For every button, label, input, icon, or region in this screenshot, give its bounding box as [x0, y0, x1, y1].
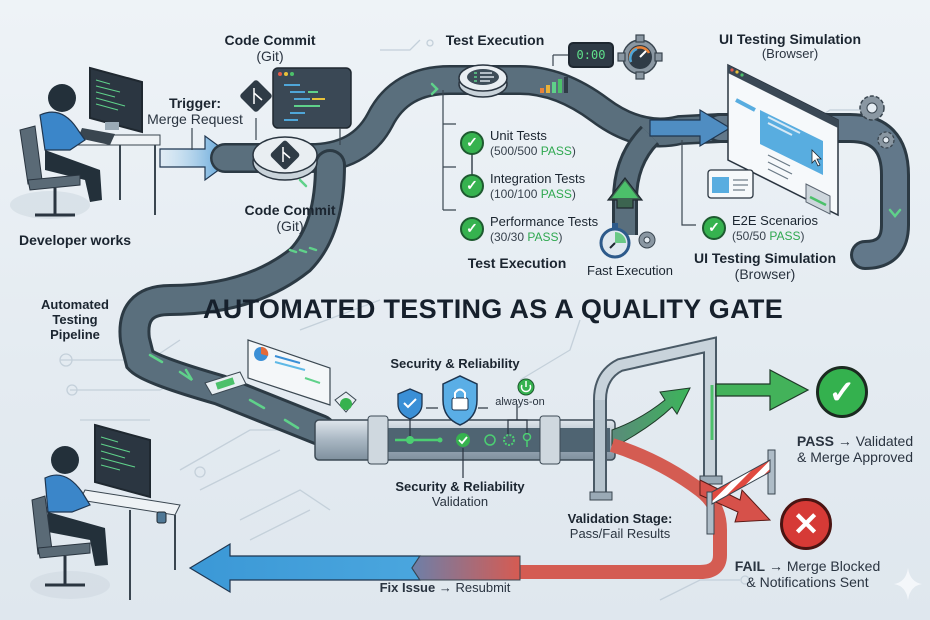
lock-shield-icon: [442, 375, 478, 426]
validation-gate: [589, 336, 723, 501]
check-icon: ✓: [702, 215, 726, 240]
ui-testing-top-label: UI Testing Simulation (Browser): [718, 31, 862, 62]
pass-outcome-label: PASS → Validated & Merge Approved: [796, 433, 914, 466]
commit-node: [252, 136, 318, 181]
git-diamond-icon: [240, 80, 272, 140]
test-item-e2e: ✓ E2E Scenarios (50/50 PASS): [702, 213, 818, 243]
signal-bars-icon: [540, 77, 568, 93]
developer-top-icon: [10, 66, 161, 219]
sparkle-icon: [894, 568, 922, 600]
pass-check-icon: ✓: [816, 366, 868, 418]
check-icon: ✓: [460, 173, 484, 198]
pipeline-label: Automated Testing Pipeline: [41, 297, 109, 342]
test-execution-top-label: Test Execution: [445, 32, 545, 48]
report-card: [204, 339, 357, 413]
test-item-integration: ✓ Integration Tests (100/100 PASS): [460, 171, 585, 201]
pass-arrow: [715, 369, 810, 411]
barrier-icon: [706, 449, 776, 535]
small-shield-icon: [397, 388, 423, 420]
test-execution-bottom-label: Test Execution: [467, 255, 567, 271]
check-icon: ✓: [460, 130, 484, 155]
code-commit-node-label: Code Commit (Git): [244, 202, 336, 235]
security-top-label: Security & Reliability: [390, 356, 520, 371]
gears-icon: [859, 95, 895, 149]
fail-path: [400, 438, 727, 579]
test-item-performance: ✓ Performance Tests (30/30 PASS): [460, 214, 598, 244]
stopwatch-icon: [599, 223, 631, 259]
fix-issue-label: Fix Issue → Resubmit: [379, 580, 511, 595]
ui-testing-bottom-label: UI Testing Simulation (Browser): [693, 250, 837, 283]
page-title: AUTOMATED TESTING AS A QUALITY GATE: [203, 294, 784, 324]
developer-works-label: Developer works: [18, 232, 132, 248]
test-item-unit: ✓ Unit Tests (500/500 PASS): [460, 128, 576, 158]
fast-execution-label: Fast Execution: [587, 263, 673, 278]
timer-display: 0:00: [568, 42, 614, 68]
check-icon: ✓: [460, 216, 484, 241]
fail-x-icon: ✕: [780, 498, 832, 550]
chat-card-icon: [707, 169, 754, 199]
circuit-lines: [59, 39, 880, 601]
code-editor-icon: [272, 67, 352, 145]
always-on-label: always-on: [495, 396, 545, 408]
power-icon: [517, 378, 535, 396]
code-commit-top-label: Code Commit (Git): [224, 32, 316, 65]
speed-gauge-gear-icon: [617, 34, 663, 80]
security-bottom-label: Security & Reliability Validation: [395, 479, 525, 509]
validation-stage-label: Validation Stage: Pass/Fail Results: [567, 511, 673, 541]
developer-bottom-icon: [30, 423, 181, 600]
small-gear-icon: [638, 231, 656, 249]
ui-arrow: [649, 108, 732, 148]
pass-branch-arrow: [611, 387, 691, 449]
trigger-label: Trigger: Merge Request: [147, 95, 243, 128]
browser-window-icon: [727, 63, 839, 217]
fail-outcome-label: FAIL → Merge Blocked & Notifications Sen…: [734, 558, 881, 591]
